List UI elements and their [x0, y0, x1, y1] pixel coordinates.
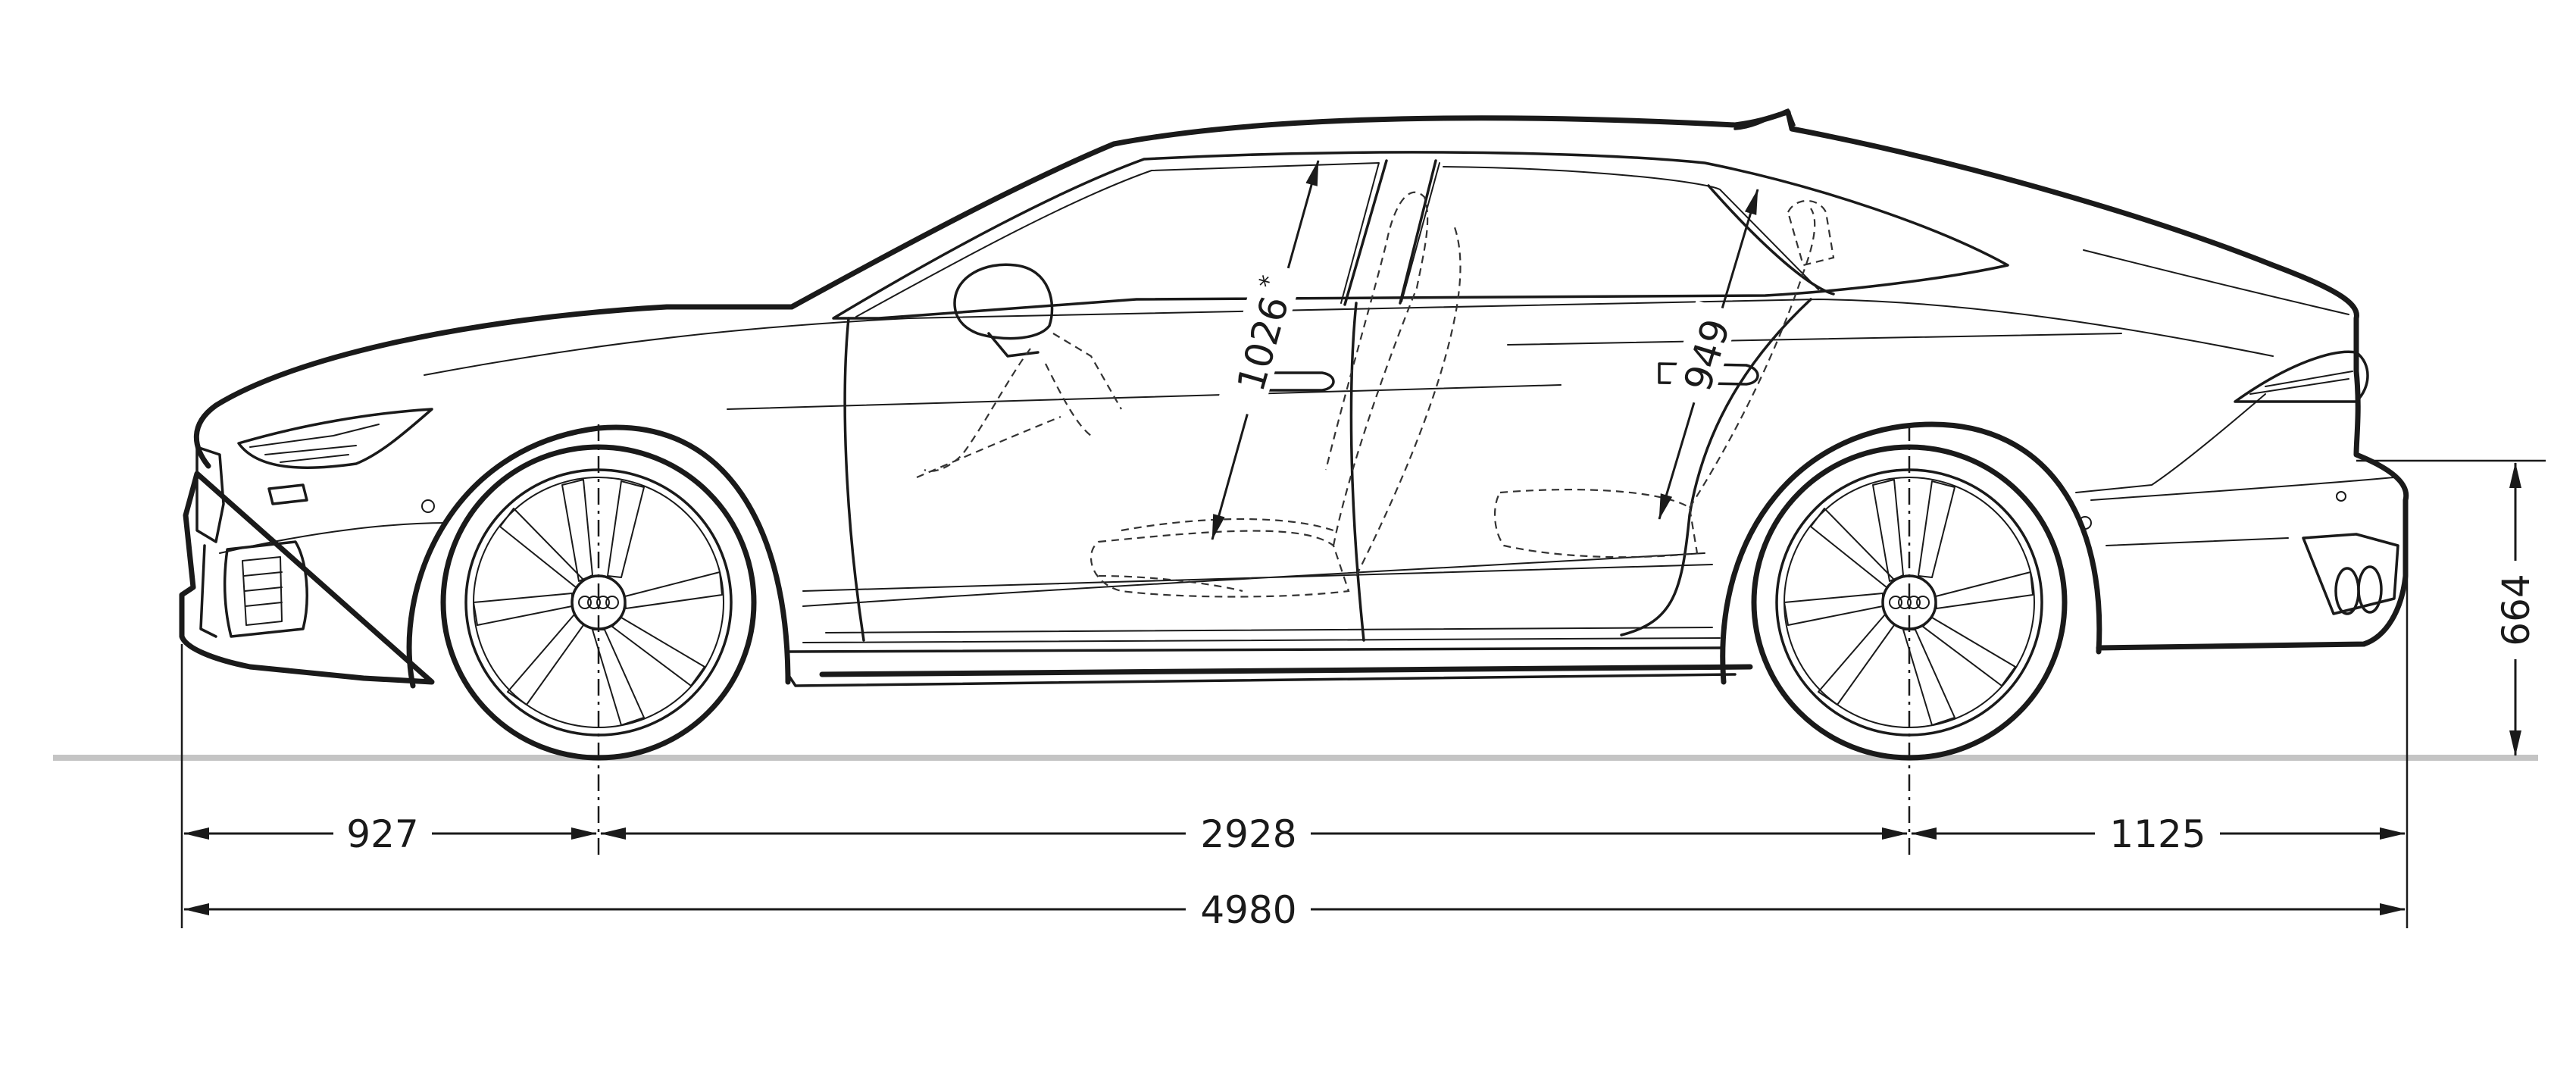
- headlight-detail: [249, 424, 380, 463]
- sill-line: [802, 627, 1721, 643]
- front-headroom-dimension: 1026 *: [1211, 160, 1320, 540]
- wheelbase-dimension: 2928: [600, 811, 1908, 856]
- steering-wheel: [924, 333, 1122, 472]
- headlight: [237, 408, 433, 469]
- front-door: [843, 302, 1365, 642]
- four-rings-icon: [1889, 596, 1930, 609]
- front-overhang-label: 927: [346, 812, 418, 856]
- rear-overhang-dimension: 1125: [1911, 811, 2406, 856]
- window-inner: [855, 162, 1819, 317]
- rear-height-dimension: 664: [2493, 462, 2538, 756]
- front-fender-line: [219, 522, 448, 554]
- body-silhouette: [179, 109, 2409, 685]
- rear-sensor: [2336, 491, 2346, 502]
- front-overhang-dimension: 927: [183, 811, 597, 856]
- character-line: [727, 333, 2122, 410]
- footwell: [916, 415, 1243, 593]
- front-intake-mesh: [242, 556, 283, 626]
- side-sill: [786, 646, 1737, 687]
- rear-overhang-label: 1125: [2109, 812, 2206, 856]
- front-wheel-spokes: [473, 479, 723, 726]
- headrest: [1787, 200, 1835, 267]
- shoulder-line: [424, 299, 2274, 376]
- car-outline: [179, 108, 2409, 689]
- rear-spoiler: [1733, 108, 1796, 130]
- rear-diffuser: [2302, 533, 2399, 615]
- front-intake: [224, 540, 308, 638]
- lower-line: [802, 552, 1713, 607]
- front-reflector: [421, 499, 435, 513]
- window-frame: [832, 151, 2009, 320]
- tail-light: [2234, 350, 2369, 403]
- rear-headroom-dimension: 949: [1658, 189, 1759, 520]
- overall-length-label: 4980: [1200, 888, 1296, 932]
- rear-reflector: [2078, 516, 2092, 530]
- rear-wheel-arch: [1720, 421, 2102, 685]
- hatch-line: [2075, 249, 2349, 493]
- overall-length-dimension: 4980: [183, 887, 2406, 932]
- front-grille: [195, 446, 225, 638]
- rear-bumper-line: [2090, 477, 2395, 546]
- four-rings-icon: [578, 596, 619, 609]
- wheelbase-label: 2928: [1200, 812, 1296, 856]
- fog-light: [267, 483, 308, 505]
- rear-wheel-spokes: [1784, 479, 2034, 726]
- b-pillar: [1343, 159, 1437, 306]
- rear-height-label: 664: [2494, 574, 2538, 646]
- front-door-handle: [1241, 371, 1335, 392]
- exhaust-tips: [2334, 565, 2383, 615]
- tail-light-detail: [2249, 371, 2353, 395]
- side-mirror: [953, 263, 1054, 358]
